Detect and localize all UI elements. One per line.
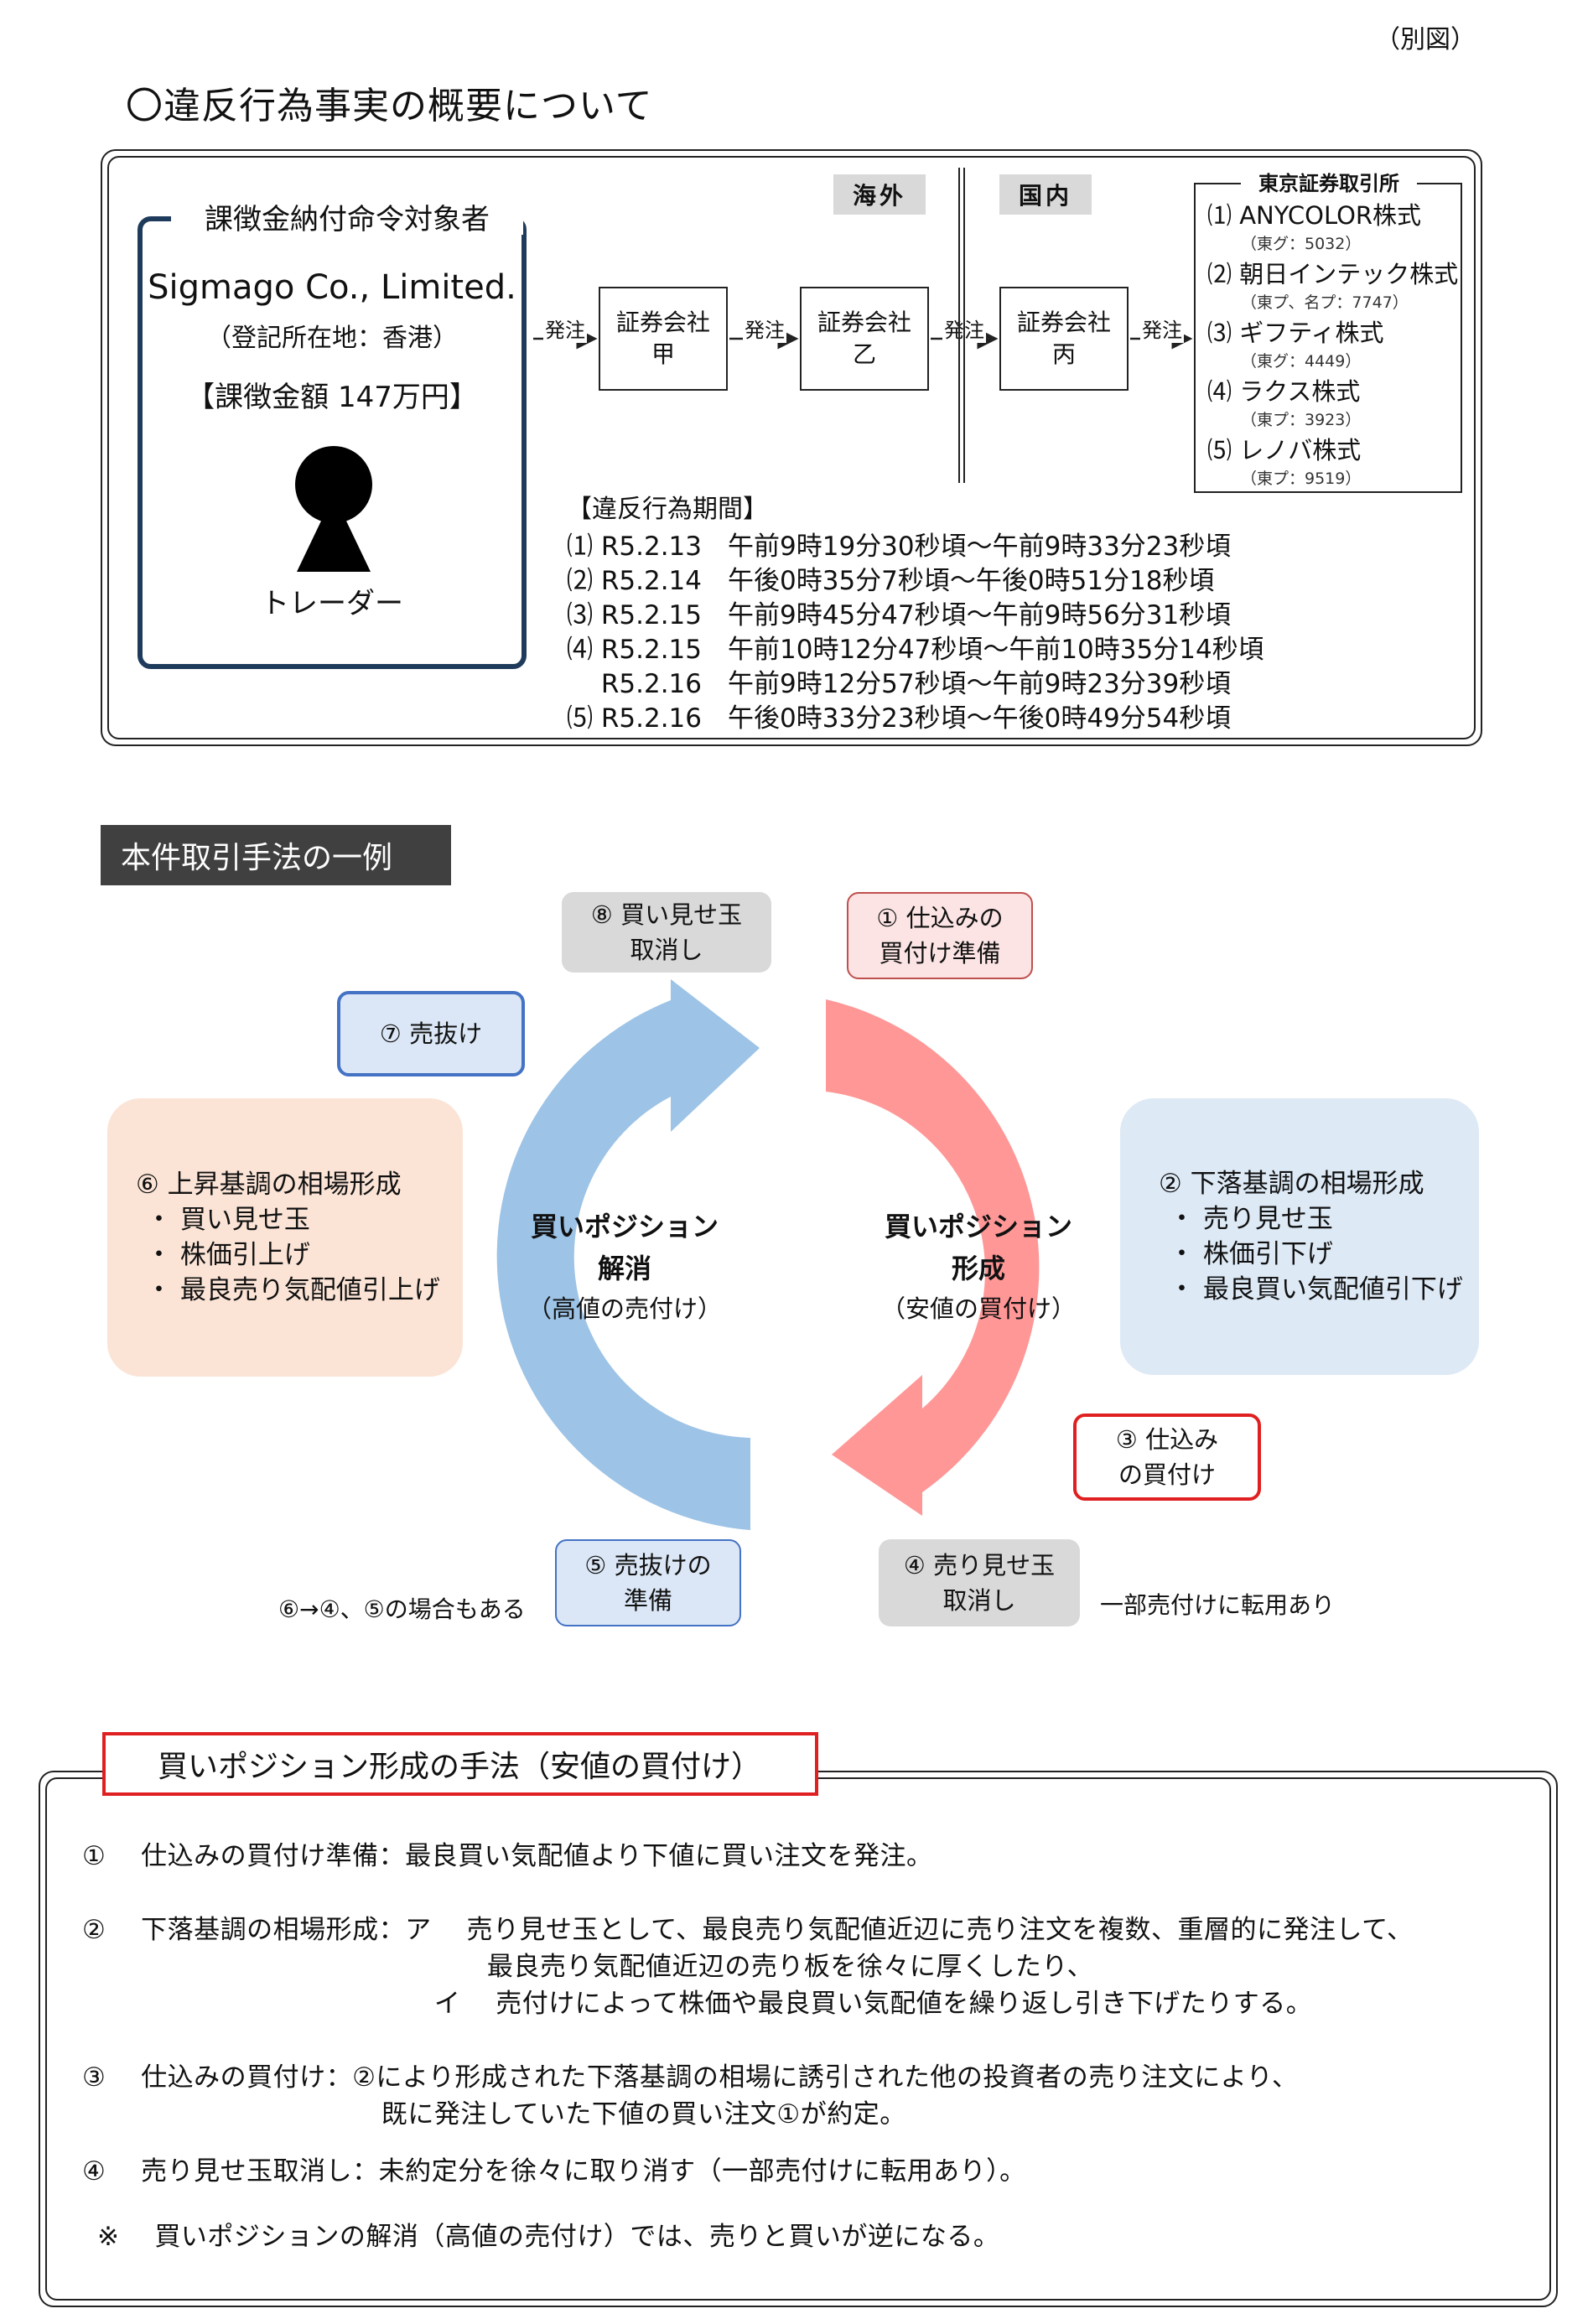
- registered-address: （登記所在地：香港）: [206, 324, 458, 353]
- period-title: 【違反行為期間】: [567, 495, 768, 524]
- step-5-line2: 準備: [623, 1586, 672, 1615]
- step-6-item-2: ・ 株価引上げ: [146, 1240, 310, 1270]
- step-1-box: ① 仕込みの 買付け準備: [847, 892, 1033, 979]
- period-line-4: ⑷ R5.2.15 午前10時12分47秒頃～午前10時35分14秒頃: [567, 635, 1264, 665]
- firm-c-line1: 証券会社: [1016, 309, 1111, 336]
- target-title: 課徴金納付命令対象者: [171, 198, 523, 236]
- step-1-line2: 買付け準備: [879, 939, 1001, 967]
- explanation-line-1: ① 仕込みの買付け準備：最良買い気配値より下値に買い注文を発注。: [82, 1841, 933, 1871]
- right-cycle-line1: 買いポジション: [884, 1211, 1072, 1242]
- period-line-1: ⑴ R5.2.13 午前9時19分30秒頃～午前9時33分23秒頃: [567, 532, 1232, 562]
- step-8-box: ⑧ 買い見せ玉 取消し: [562, 892, 771, 973]
- step-7-box: ⑦ 売抜け: [337, 991, 525, 1076]
- blue-cycle-arrow: [496, 979, 760, 1530]
- step-2-box: ② 下落基調の相場形成 ・ 売り見せ玉 ・ 株価引下げ ・ 最良買い気配値引下げ: [1120, 1098, 1479, 1375]
- stock-5-name: ⑸ レノバ株式: [1207, 436, 1362, 464]
- step-4-box: ④ 売り見せ玉 取消し: [879, 1539, 1080, 1626]
- right-cycle-line2: 形成: [951, 1253, 1005, 1284]
- step-2-item-1: ・ 売り見せ玉: [1169, 1204, 1333, 1234]
- firm-c-line2: 丙: [1051, 340, 1076, 368]
- stock-3-code: （東グ：4449）: [1241, 352, 1362, 371]
- stock-5-code: （東プ：9519）: [1241, 469, 1362, 488]
- explanation-line-2: ② 下落基調の相場形成：ア 売り見せ玉として、最良売り気配値近辺に売り注文を複数…: [82, 1915, 1414, 1945]
- step-5-line1: ⑤ 売抜けの: [584, 1551, 712, 1580]
- firm-b-line2: 乙: [852, 340, 876, 368]
- cycle-arrows: [496, 979, 1040, 1530]
- method-section-title: 本件取引手法の一例: [101, 825, 451, 885]
- border-divider: [958, 168, 965, 483]
- trader-person-icon: [295, 446, 372, 572]
- domestic-tag: 国内: [999, 174, 1092, 215]
- step-2-item-2: ・ 株価引下げ: [1169, 1239, 1333, 1269]
- step-8-line2: 取消し: [630, 936, 703, 964]
- firm-a-line2: 甲: [651, 340, 675, 368]
- step-6-item-3: ・ 最良売り気配値引上げ: [146, 1275, 440, 1305]
- explanation-line-8: ※ 買いポジションの解消（高値の売付け）では、売りと買いが逆になる。: [97, 2222, 1000, 2252]
- step-3-line1: ③ 仕込み: [1115, 1425, 1219, 1454]
- step-6-box: ⑥ 上昇基調の相場形成 ・ 買い見せ玉 ・ 株価引上げ ・ 最良売り気配値引上げ: [107, 1098, 463, 1377]
- step-4-line1: ④ 売り見せ玉: [903, 1551, 1056, 1580]
- fine-amount: 【課徴金額 147万円】: [186, 381, 478, 414]
- step-4-line2: 取消し: [942, 1586, 1016, 1615]
- note-right: 一部売付けに転用あり: [1100, 1591, 1336, 1619]
- step-6-item-1: ・ 買い見せ玉: [146, 1205, 310, 1235]
- period-line-6: ⑸ R5.2.16 午後0時33分23秒頃～午後0時49分54秒頃: [567, 703, 1232, 734]
- explanation-line-3: 最良売り気配値近辺の売り板を徐々に厚くしたり、: [82, 1952, 1094, 1982]
- left-cycle-sub: （高値の売付け）: [527, 1294, 722, 1323]
- step-3-box: ③ 仕込み の買付け: [1073, 1414, 1261, 1501]
- overview-frame: [101, 149, 1482, 746]
- order-label-4: 発注: [1140, 314, 1184, 343]
- firm-b-line1: 証券会社: [817, 309, 911, 336]
- figure-label: （別図）: [1375, 25, 1476, 54]
- securities-firm-a: 証券会社 甲: [599, 287, 728, 391]
- period-line-3: ⑶ R5.2.15 午前9時45分47秒頃～午前9時56分31秒頃: [567, 600, 1232, 630]
- period-line-2: ⑵ R5.2.14 午後0時35分7秒頃～午後0時51分18秒頃: [567, 566, 1215, 596]
- explanation-title: 買いポジション形成の手法（安値の買付け）: [102, 1732, 818, 1796]
- right-cycle-sub: （安値の買付け）: [880, 1294, 1076, 1323]
- securities-firm-b: 証券会社 乙: [800, 287, 929, 391]
- step-3-line2: の買付け: [1118, 1460, 1216, 1489]
- stock-4-code: （東プ：3923）: [1241, 411, 1362, 429]
- explanation-line-5: ③ 仕込みの買付け：②により形成された下落基調の相場に誘引された他の投資者の売り…: [82, 2062, 1299, 2093]
- explanation-line-7: ④ 売り見せ玉取消し：未約定分を徐々に取り消す（一部売付けに転用あり）。: [82, 2156, 1026, 2187]
- securities-firm-c: 証券会社 丙: [999, 287, 1129, 391]
- order-label-2: 発注: [743, 314, 786, 343]
- stock-1-name: ⑴ ANYCOLOR株式: [1207, 201, 1422, 230]
- left-cycle-line2: 解消: [597, 1253, 651, 1284]
- step-2-title: ② 下落基調の相場形成: [1159, 1169, 1424, 1199]
- explanation-line-4: イ 売付けによって株価や最良買い気配値を繰り返し引き下げたりする。: [82, 1989, 1313, 2019]
- stock-3-name: ⑶ ギフティ株式: [1207, 319, 1384, 347]
- note-left: ⑥→④、⑤の場合もある: [278, 1595, 526, 1623]
- red-cycle-arrow: [826, 999, 1040, 1516]
- step-7-line1: ⑦ 売抜け: [379, 1019, 483, 1048]
- stock-2-code: （東プ、名プ：7747）: [1241, 293, 1409, 312]
- firm-a-line1: 証券会社: [615, 309, 710, 336]
- step-6-title: ⑥ 上昇基調の相場形成: [136, 1170, 402, 1200]
- step-1-line1: ① 仕込みの: [876, 904, 1004, 932]
- exchange-title: 東京証券取引所: [1241, 168, 1417, 195]
- step-8-line1: ⑧ 買い見せ玉: [590, 900, 743, 929]
- overseas-tag: 海外: [833, 174, 926, 215]
- company-name: Sigmago Co., Limited.: [148, 268, 516, 307]
- explanation-line-6: 既に発注していた下値の買い注文①が約定。: [82, 2099, 906, 2129]
- trader-label: トレーダー: [261, 587, 403, 620]
- order-label-1: 発注: [543, 314, 587, 343]
- step-2-item-3: ・ 最良買い気配値引下げ: [1169, 1274, 1463, 1305]
- page-title: 〇違反行為事実の概要について: [126, 85, 653, 127]
- stock-1-code: （東グ：5032）: [1241, 235, 1362, 253]
- right-cycle-label: 買いポジション 形成 （安値の買付け）: [857, 1206, 1100, 1325]
- step-5-box: ⑤ 売抜けの 準備: [555, 1539, 741, 1626]
- stock-2-name: ⑵ 朝日インテック株式: [1207, 260, 1459, 288]
- left-cycle-line1: 買いポジション: [530, 1211, 719, 1242]
- left-cycle-label: 買いポジション 解消 （高値の売付け）: [503, 1206, 746, 1325]
- period-line-5: R5.2.16 午前9時12分57秒頃～午前9時23分39秒頃: [567, 669, 1232, 699]
- overview-frame-inner: [107, 156, 1476, 739]
- stock-4-name: ⑷ ラクス株式: [1207, 377, 1361, 406]
